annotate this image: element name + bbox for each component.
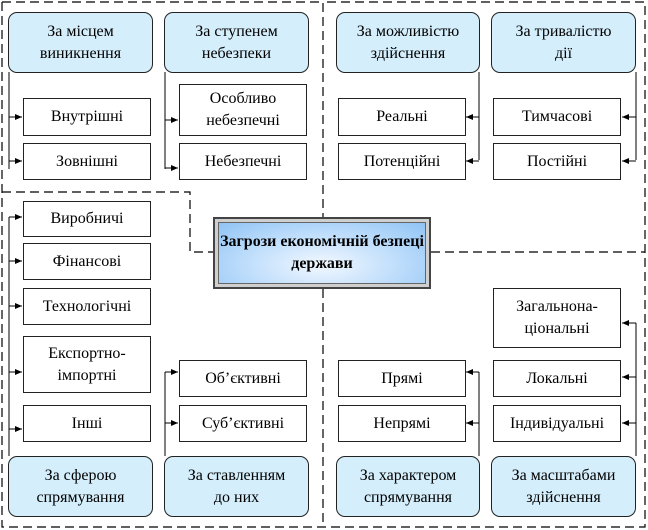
item-location-internal: Внутрішні — [23, 98, 151, 136]
item-character-indirect: Непрямі — [338, 405, 466, 442]
category-sphere: За сферою спрямування — [8, 456, 153, 517]
category-duration: За тривалістю дії — [491, 12, 636, 73]
category-feasibility: За можливістю здійснення — [336, 12, 480, 73]
item-feasibility-real: Реальні — [338, 98, 466, 136]
item-duration-temporary: Тимчасові — [493, 98, 621, 136]
item-danger-dangerous: Небезпечні — [179, 143, 307, 180]
item-feasibility-potential: Потенційні — [338, 143, 466, 180]
central-node: Загрози економічній безпеці держави — [213, 217, 431, 289]
item-attitude-subjective: Суб’єктивні — [179, 405, 307, 442]
item-sphere-financial: Фінансові — [23, 243, 151, 280]
item-sphere-export-import: Експортно- імпортні — [23, 336, 151, 393]
central-title: Загрози економічній безпеці держави — [218, 222, 426, 284]
item-scale-national: Загальнона- ціональні — [493, 288, 621, 348]
item-attitude-objective: Об’єктивні — [179, 360, 307, 397]
item-sphere-other: Інші — [23, 405, 151, 442]
category-attitude: За ставленням до них — [164, 456, 309, 517]
category-character: За характером спрямування — [336, 456, 480, 517]
item-character-direct: Прямі — [338, 360, 466, 397]
category-location: За місцем виникнення — [8, 12, 153, 73]
item-sphere-production: Виробничі — [23, 201, 151, 237]
item-scale-individual: Індивідуальні — [493, 405, 621, 442]
item-location-external: Зовнішні — [23, 143, 151, 180]
item-scale-local: Локальні — [493, 360, 621, 397]
item-danger-especially: Особливо небезпечні — [179, 84, 307, 136]
quadrant-border-top-left — [2, 1, 324, 217]
item-sphere-technological: Технологічні — [23, 288, 151, 325]
quadrant-divider-left — [2, 191, 213, 253]
category-danger: За ступенем небезпеки — [164, 12, 309, 73]
category-scale: За масштабами здійснення — [491, 456, 636, 517]
item-duration-permanent: Постійні — [493, 143, 621, 180]
